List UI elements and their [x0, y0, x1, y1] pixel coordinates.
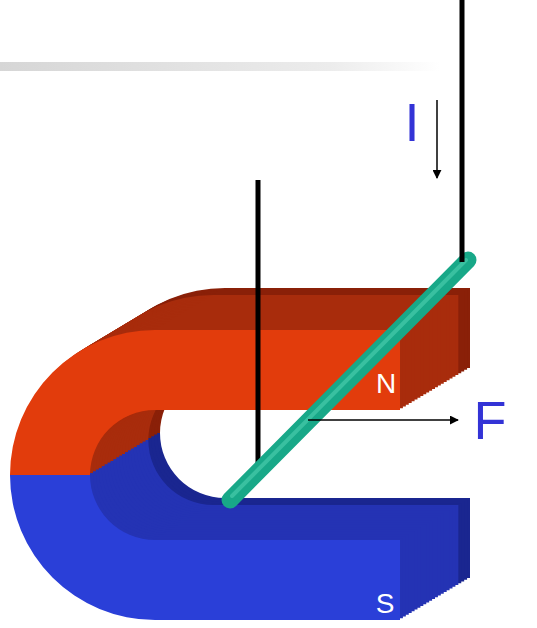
force-symbol: F	[474, 393, 507, 447]
current-symbol: I	[404, 95, 419, 149]
header-band	[0, 62, 440, 71]
pole-letter: N	[376, 370, 396, 398]
conductor-rod	[230, 260, 468, 500]
force-arrow	[308, 419, 458, 421]
pole-letter: S	[376, 590, 395, 618]
current-arrow	[436, 100, 438, 178]
wire	[256, 180, 261, 466]
north-pole-face	[10, 330, 400, 475]
rod-highlight	[232, 260, 466, 496]
south-pole-face	[10, 475, 400, 620]
wire	[460, 0, 465, 262]
